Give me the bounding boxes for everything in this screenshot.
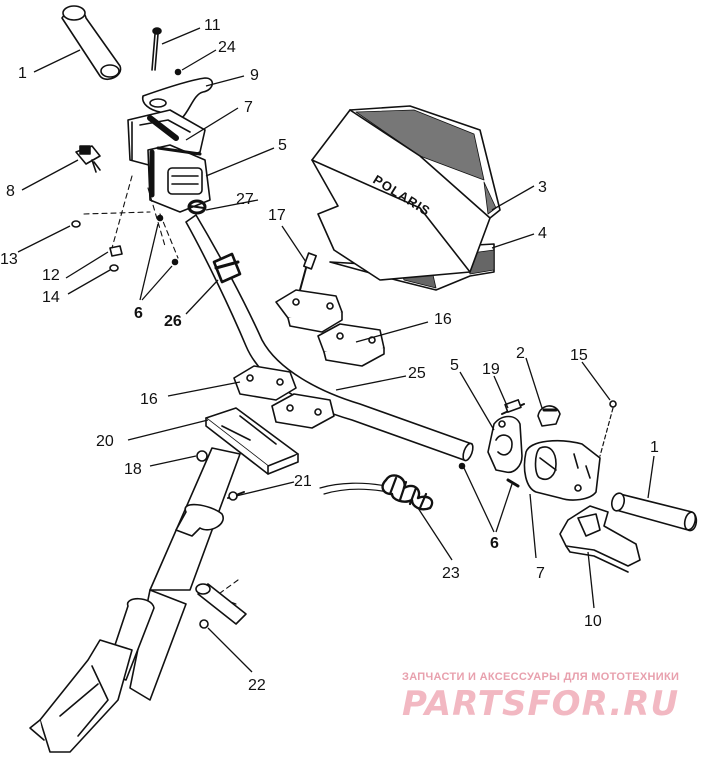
right-grip	[610, 492, 698, 532]
callout-6-left: 6	[134, 305, 143, 322]
callout-9: 9	[250, 67, 259, 84]
callout-19: 19	[482, 361, 500, 378]
pin-22	[195, 583, 247, 629]
pin-15	[599, 400, 617, 457]
washer-14	[109, 264, 119, 272]
callout-3: 3	[538, 179, 547, 196]
callout-5-right: 5	[450, 357, 459, 374]
watermark-brand: PARTSFOR.RU	[402, 684, 680, 724]
hood-cover: POLARIS	[311, 105, 501, 281]
upper-clamp-16	[275, 289, 385, 367]
bolt-11	[151, 27, 162, 71]
nut-18	[196, 450, 208, 462]
spring-19	[501, 399, 525, 415]
callout-27: 27	[236, 191, 254, 208]
watermark-tagline: ЗАПЧАСТИ И АКСЕССУАРЫ ДЛЯ МОТОТЕХНИКИ	[402, 671, 680, 683]
nut-12	[109, 245, 123, 257]
callout-10: 10	[584, 613, 602, 630]
clamp-26	[212, 252, 242, 284]
throttle-lever	[141, 77, 214, 123]
callout-15: 15	[570, 347, 588, 364]
callout-25: 25	[408, 365, 426, 382]
cable-spring-23	[319, 474, 434, 511]
screw-6d	[506, 478, 520, 488]
callout-1-left: 1	[18, 65, 27, 82]
callout-7-right: 7	[536, 565, 545, 582]
callout-16-lower: 16	[140, 391, 158, 408]
clamp-27	[187, 199, 207, 215]
switch-8	[75, 145, 101, 173]
callout-21: 21	[294, 473, 312, 490]
callout-12: 12	[42, 267, 60, 284]
screw-6c	[458, 462, 466, 470]
callout-14: 14	[42, 289, 60, 306]
callout-11: 11	[204, 17, 221, 34]
callout-17: 17	[268, 207, 286, 224]
callout-24: 24	[218, 39, 236, 56]
callout-8: 8	[6, 183, 15, 200]
bracket-10	[559, 505, 641, 573]
callout-6-right: 6	[490, 535, 499, 552]
callout-22: 22	[248, 677, 266, 694]
bolt-17	[299, 252, 317, 291]
washer-13	[71, 220, 81, 228]
screw-6b	[171, 258, 179, 266]
brake-housing-left	[147, 144, 211, 213]
callout-16-upper: 16	[434, 311, 452, 328]
steering-post-plate	[205, 407, 299, 475]
callout-4: 4	[538, 225, 547, 242]
left-grip	[61, 5, 122, 81]
callout-5-left: 5	[278, 137, 287, 154]
throttle-housing-right	[523, 439, 601, 501]
callout-20: 20	[96, 433, 114, 450]
lower-clamp-16	[233, 365, 335, 429]
callout-2: 2	[516, 345, 525, 362]
callout-13: 13	[0, 251, 18, 268]
steering-column	[29, 447, 241, 753]
callout-26: 26	[164, 313, 182, 330]
callout-7-left: 7	[244, 99, 253, 116]
knob-2	[537, 405, 561, 427]
callout-23: 23	[442, 565, 460, 582]
callout-18: 18	[124, 461, 142, 478]
nut-24	[174, 68, 182, 76]
brake-housing-right	[487, 415, 523, 474]
callout-1-right: 1	[650, 439, 659, 456]
